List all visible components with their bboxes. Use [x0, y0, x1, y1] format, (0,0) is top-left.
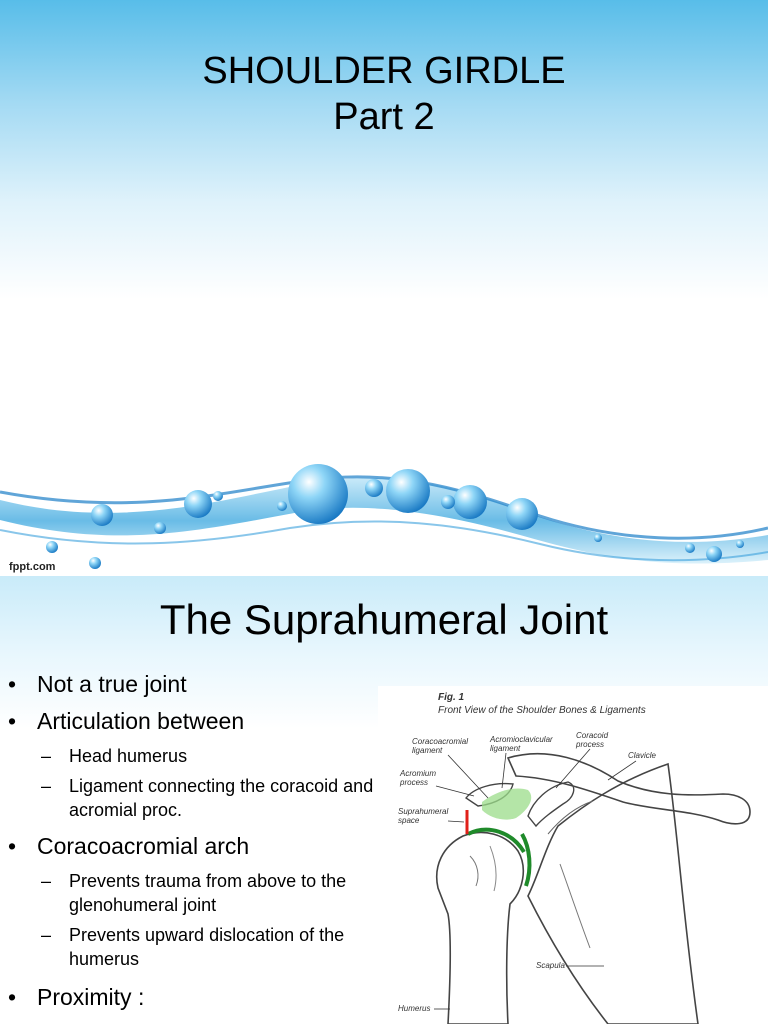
- sub-bullet-marker: –: [41, 776, 52, 796]
- coracoacromial-ligament: [482, 788, 532, 820]
- label-acromioclavicular: Acromioclavicular: [489, 735, 553, 744]
- label-coracoacromial: Coracoacromial: [412, 737, 468, 746]
- sub-bullet-text: Prevents upward dislocation of the humer…: [69, 925, 345, 969]
- bullet-item: • Articulation between: [8, 707, 378, 735]
- bullet-text: Proximity :: [37, 984, 145, 1010]
- label-coracoid-line2: process: [575, 740, 604, 749]
- fig-label: Fig. 1: [438, 692, 465, 703]
- sub-bullet-text: Prevents trauma from above to the glenoh…: [69, 871, 347, 915]
- label-acromium: Acromium: [399, 769, 436, 778]
- label-acromioclavicular-line2: ligament: [490, 744, 521, 753]
- label-acromium-line2: process: [399, 778, 428, 787]
- coracoid-shape: [527, 781, 575, 828]
- sub-bullet-item: – Prevents trauma from above to the glen…: [8, 869, 378, 917]
- bullet-marker: •: [8, 833, 17, 859]
- sub-bullet-item: – Prevents upward dislocation of the hum…: [8, 923, 378, 971]
- sub-bullet-item: – Head humerus: [8, 744, 378, 768]
- shoulder-anatomy-figure: Fig. 1 Front View of the Shoulder Bones …: [378, 686, 768, 1024]
- shoulder-bones-illustration: Fig. 1 Front View of the Shoulder Bones …: [398, 692, 751, 1024]
- sub-bullet-item: – Ligament connecting the coracoid and a…: [8, 774, 378, 822]
- fig-caption: Front View of the Shoulder Bones & Ligam…: [438, 705, 646, 716]
- glenoid-cartilage: [520, 833, 532, 887]
- leader-lines: [434, 748, 637, 1010]
- bullet-list: • Not a true joint • Articulation betwee…: [8, 670, 378, 1020]
- sub-bullet-text: Head humerus: [69, 746, 188, 766]
- bullet-text: Articulation between: [37, 708, 245, 734]
- humerus-shape: [436, 831, 525, 1024]
- label-suprahumeral-line2: space: [398, 816, 420, 825]
- bullet-marker: •: [8, 708, 17, 734]
- bubbles: [46, 464, 744, 569]
- slide-title: SHOULDER GIRDLE Part 2: [0, 48, 768, 140]
- bullet-item: • Proximity :: [8, 983, 378, 1011]
- bullet-item: • Not a true joint: [8, 670, 378, 698]
- sub-bullet-marker: –: [41, 871, 52, 891]
- content-slide: The Suprahumeral Joint • Not a true join…: [0, 576, 768, 1024]
- sub-bullet-marker: –: [41, 925, 52, 945]
- humeral-cartilage: [467, 827, 526, 854]
- sub-bullet-marker: –: [41, 746, 52, 766]
- clavicle-shape: [506, 752, 751, 825]
- label-clavicle: Clavicle: [628, 751, 657, 760]
- slide-title: The Suprahumeral Joint: [159, 596, 609, 643]
- label-humerus: Humerus: [398, 1004, 430, 1013]
- scapula-shape: [527, 762, 699, 1024]
- water-wave-decoration: [0, 464, 768, 569]
- bullet-item: • Coracoacromial arch: [8, 832, 378, 860]
- label-suprahumeral: Suprahumeral: [398, 807, 448, 816]
- title-slide: SHOULDER GIRDLE Part 2: [0, 0, 768, 576]
- bullet-marker: •: [8, 671, 17, 697]
- label-coracoid: Coracoid: [576, 731, 609, 740]
- label-coracoacromial-line2: ligament: [412, 746, 443, 755]
- bullet-text: Coracoacromial arch: [37, 833, 250, 859]
- bullet-text: Not a true joint: [37, 671, 187, 697]
- bullet-marker: •: [8, 984, 17, 1010]
- footer-brand: fppt.com: [9, 561, 56, 573]
- title-line-1: SHOULDER GIRDLE: [202, 50, 566, 92]
- title-line-2: Part 2: [333, 96, 435, 138]
- sub-bullet-text: Ligament connecting the coracoid and acr…: [69, 776, 374, 820]
- label-scapula: Scapula: [536, 961, 565, 970]
